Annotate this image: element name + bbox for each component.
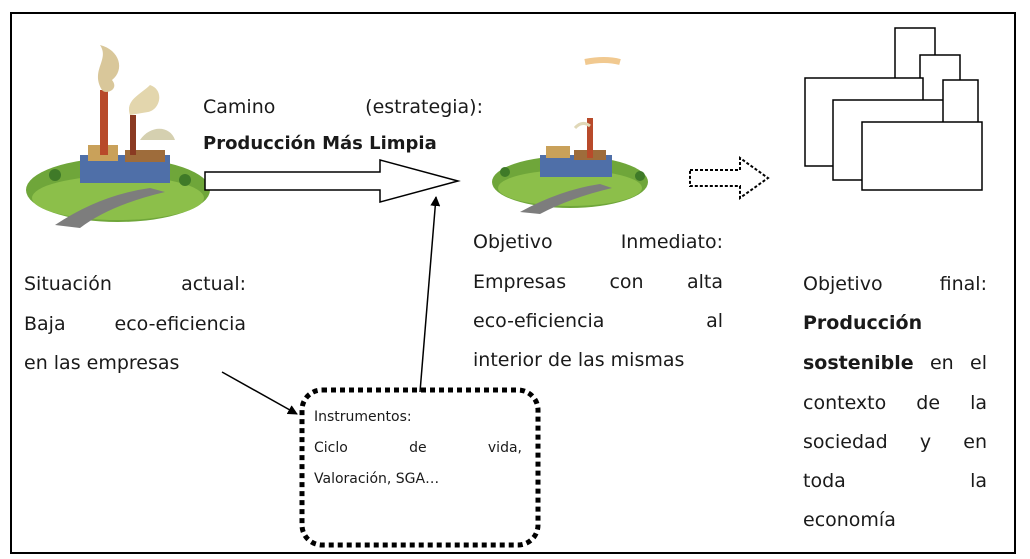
stacked-rectangles-graphic <box>804 27 983 191</box>
clean-factory-illustration <box>492 57 648 214</box>
current-situation-line2: Baja eco-eficiencia <box>24 313 246 335</box>
final-objective-line1: Objetivo final: <box>803 273 987 295</box>
immediate-objective-line4: interior de las mismas <box>473 349 685 371</box>
instruments-line3: Valoración, SGA… <box>314 471 440 487</box>
final-objective-line4: contexto de la <box>803 392 987 414</box>
strategy-label: Camino (estrategia): <box>203 96 483 118</box>
strategy-label-right: (estrategia): <box>365 96 483 118</box>
instruments-line2: Ciclo de vida, <box>314 440 522 456</box>
immediate-objective-line3: eco-eficiencia al <box>473 310 723 332</box>
instruments-title: Instrumentos: <box>314 409 412 425</box>
arrow-to-strategy <box>419 196 441 393</box>
instruments-box <box>299 387 541 548</box>
final-objective-line5: sociedad y en <box>803 431 987 453</box>
strategy-name: Producción Más Limpia <box>203 133 437 154</box>
final-objective-line2: Producción <box>803 312 923 334</box>
current-situation-line1: Situación actual: <box>24 273 246 295</box>
final-objective-line3: sostenible en el <box>803 352 987 374</box>
current-situation-line3: en las empresas <box>24 352 180 374</box>
dotted-arrow <box>689 156 770 200</box>
polluting-factory-illustration <box>26 45 210 228</box>
strategy-arrow <box>204 159 461 203</box>
strategy-label-left: Camino <box>203 96 276 118</box>
immediate-objective-line2: Empresas con alta <box>473 271 723 293</box>
immediate-objective-line1: Objetivo Inmediato: <box>473 231 723 253</box>
final-objective-line6: toda la <box>803 470 987 492</box>
arrow-to-instruments <box>221 371 298 415</box>
final-objective-line7: economía <box>803 509 896 531</box>
